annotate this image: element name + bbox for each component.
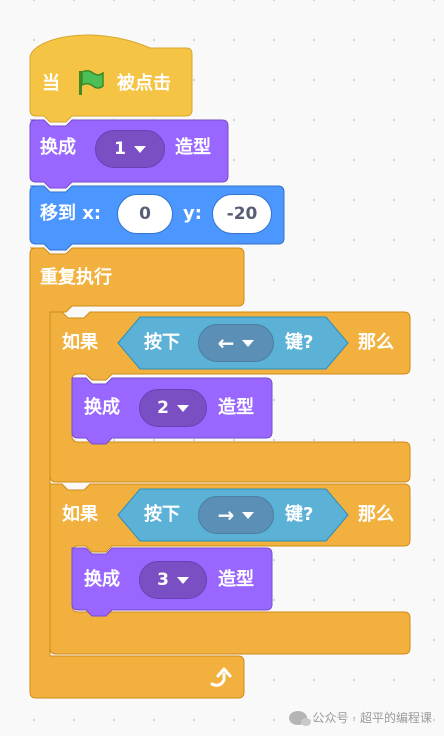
- forever-label: 重复执行: [40, 267, 112, 288]
- switch-costume-suffix-2: 造型: [218, 397, 254, 418]
- when-flag-clicked-block[interactable]: [29, 34, 193, 123]
- costume-value-2: 2: [157, 398, 169, 418]
- key-suffix-left: 键?: [285, 332, 314, 353]
- then-label-right: 那么: [358, 504, 394, 525]
- switch-costume-suffix-1: 造型: [175, 137, 211, 158]
- key-value-left: ←: [217, 331, 235, 355]
- costume-value-1: 1: [114, 139, 126, 159]
- watermark: 公众号 · 超平的编程课: [288, 709, 432, 726]
- key-pressed-label-right: 按下: [144, 504, 180, 525]
- chevron-down-icon: [176, 404, 189, 412]
- if-label-right: 如果: [62, 504, 98, 525]
- chevron-down-icon: [133, 145, 146, 153]
- key-suffix-right: 键?: [285, 504, 314, 525]
- switch-costume-label-1: 换成: [40, 137, 76, 158]
- x-input[interactable]: 0: [117, 194, 173, 234]
- switch-costume-suffix-3: 造型: [218, 569, 254, 590]
- key-dropdown-left[interactable]: ←: [198, 324, 274, 362]
- y-label: y:: [183, 203, 202, 224]
- loop-arrow-icon: [210, 667, 232, 687]
- key-value-right: →: [217, 503, 235, 527]
- switch-costume-label-3: 换成: [84, 569, 120, 590]
- switch-costume-label-2: 换成: [84, 397, 120, 418]
- costume-dropdown-1[interactable]: 1: [95, 130, 165, 168]
- costume-value-3: 3: [157, 570, 169, 590]
- chevron-down-icon: [176, 576, 189, 584]
- hat-label-when: 当: [42, 73, 60, 94]
- then-label-left: 那么: [358, 332, 394, 353]
- green-flag-icon: [79, 69, 104, 95]
- forever-block[interactable]: [29, 247, 245, 699]
- key-dropdown-right[interactable]: →: [198, 496, 274, 534]
- key-pressed-label-left: 按下: [144, 332, 180, 353]
- chevron-down-icon: [242, 339, 255, 347]
- watermark-text: 公众号 · 超平的编程课: [312, 711, 432, 725]
- hat-label-clicked: 被点击: [117, 73, 171, 94]
- y-input[interactable]: -20: [212, 194, 272, 234]
- chevron-down-icon: [242, 511, 255, 519]
- go-to-label: 移到 x:: [40, 203, 102, 224]
- wechat-icon: [288, 710, 311, 726]
- if-label-left: 如果: [62, 332, 98, 353]
- costume-dropdown-3[interactable]: 3: [139, 561, 207, 599]
- costume-dropdown-2[interactable]: 2: [139, 389, 207, 427]
